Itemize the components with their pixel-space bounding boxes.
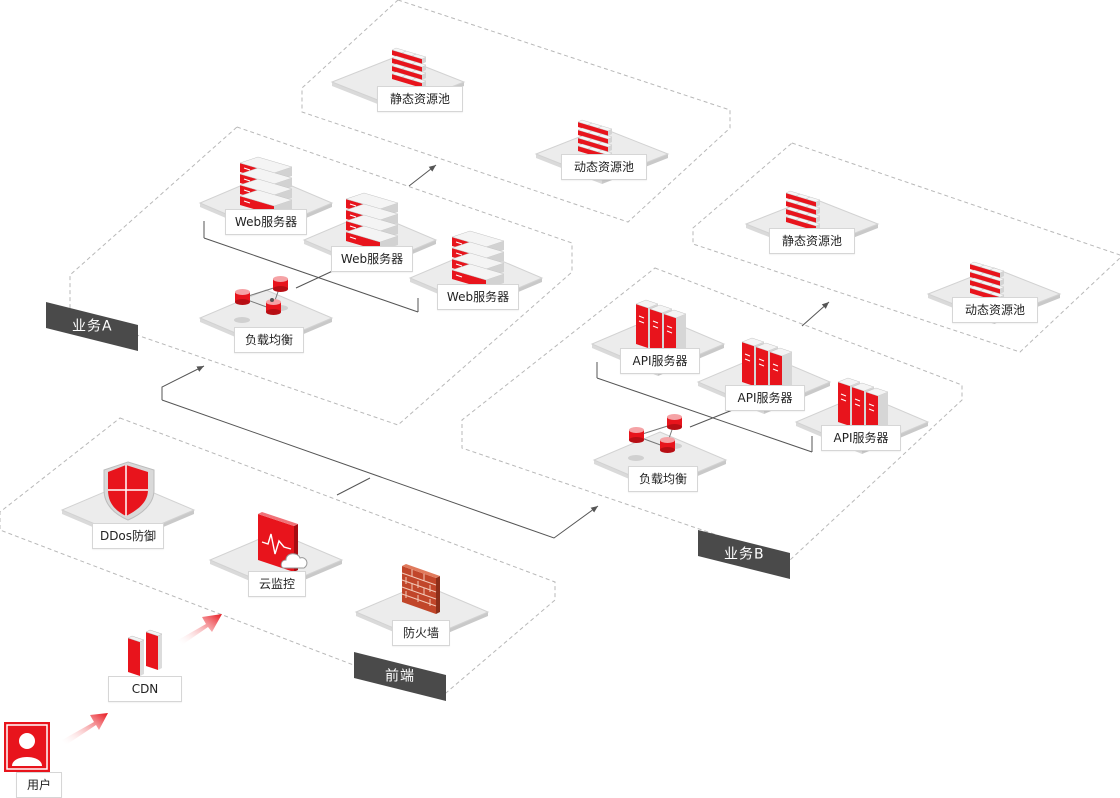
cdn-server-icon <box>127 629 163 676</box>
cdn-label: CDN <box>108 676 182 702</box>
flow-arrow-icon <box>62 713 108 745</box>
firewall-icon <box>401 564 440 614</box>
web-server-icon <box>451 230 505 289</box>
zone-tag-label: 业务B <box>723 546 765 563</box>
api-server-label: API服务器 <box>620 348 700 374</box>
web-server-icon <box>345 192 399 251</box>
zone-resource-top <box>301 0 731 223</box>
static-pool-label: 静态资源池 <box>769 228 855 254</box>
user-icon <box>4 722 50 772</box>
static-pool-label: 静态资源池 <box>377 86 463 112</box>
firewall-label: 防火墙 <box>392 620 450 646</box>
monitor-icon <box>258 512 308 572</box>
web-server-icon <box>239 156 293 215</box>
web-server-label: Web服务器 <box>437 284 519 310</box>
web-server-label: Web服务器 <box>225 209 307 235</box>
load-balancer-label: 负载均衡 <box>628 466 698 492</box>
load-balancer-icon <box>628 414 682 461</box>
server-stack-icon <box>577 119 613 160</box>
shield-icon <box>103 461 155 521</box>
zone-resource-right <box>692 142 1120 353</box>
load-balancer-icon <box>234 276 288 323</box>
flow-arrow-icon <box>178 614 222 645</box>
user-label: 用户 <box>16 772 62 798</box>
api-server-icon <box>635 299 687 358</box>
api-server-label: API服务器 <box>725 385 805 411</box>
zone-tag-label: 前端 <box>385 668 415 685</box>
load-balancer-label: 负载均衡 <box>234 327 304 353</box>
connections <box>161 164 830 539</box>
web-server-label: Web服务器 <box>331 246 413 272</box>
api-server-label: API服务器 <box>821 425 901 451</box>
dynamic-pool-label: 动态资源池 <box>952 297 1038 323</box>
zone-business-b <box>461 267 963 561</box>
dynamic-pool-label: 动态资源池 <box>561 154 647 180</box>
cloud-monitor-label: 云监控 <box>248 571 306 597</box>
server-stack-icon <box>785 190 821 231</box>
ddos-label: DDos防御 <box>92 523 164 549</box>
zone-tag-label: 业务A <box>71 318 113 335</box>
